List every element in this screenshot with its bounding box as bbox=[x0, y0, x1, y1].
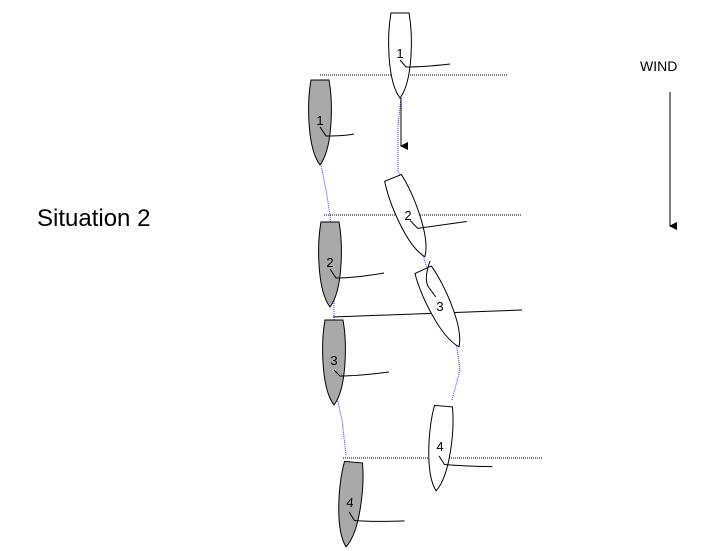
grey-boat-4: 4 bbox=[338, 460, 405, 548]
grey-boat-2: 2 bbox=[318, 221, 385, 308]
white-boat-2: 2 bbox=[384, 173, 467, 258]
white-boat-4: 4 bbox=[428, 404, 493, 492]
grey-boat-3: 3 bbox=[322, 319, 390, 406]
wind-label: WIND bbox=[640, 58, 678, 74]
white-boat-1: 1 bbox=[388, 12, 451, 99]
boat-number: 3 bbox=[330, 353, 337, 368]
position-line-3 bbox=[332, 309, 523, 318]
boat-number: 2 bbox=[326, 255, 333, 270]
boat-number: 4 bbox=[346, 495, 355, 511]
boat-number: 3 bbox=[436, 299, 443, 314]
boat-number: 4 bbox=[436, 439, 443, 454]
situation-title: Situation 2 bbox=[37, 205, 151, 232]
white-boat-track bbox=[397, 97, 461, 401]
boat-number: 2 bbox=[404, 208, 411, 223]
boat-number: 1 bbox=[396, 46, 403, 61]
grey-boat-1: 1 bbox=[308, 79, 355, 166]
boat-number: 1 bbox=[316, 113, 323, 128]
grey-boat-track bbox=[319, 159, 347, 456]
white-boat-3: 3 bbox=[414, 260, 461, 348]
